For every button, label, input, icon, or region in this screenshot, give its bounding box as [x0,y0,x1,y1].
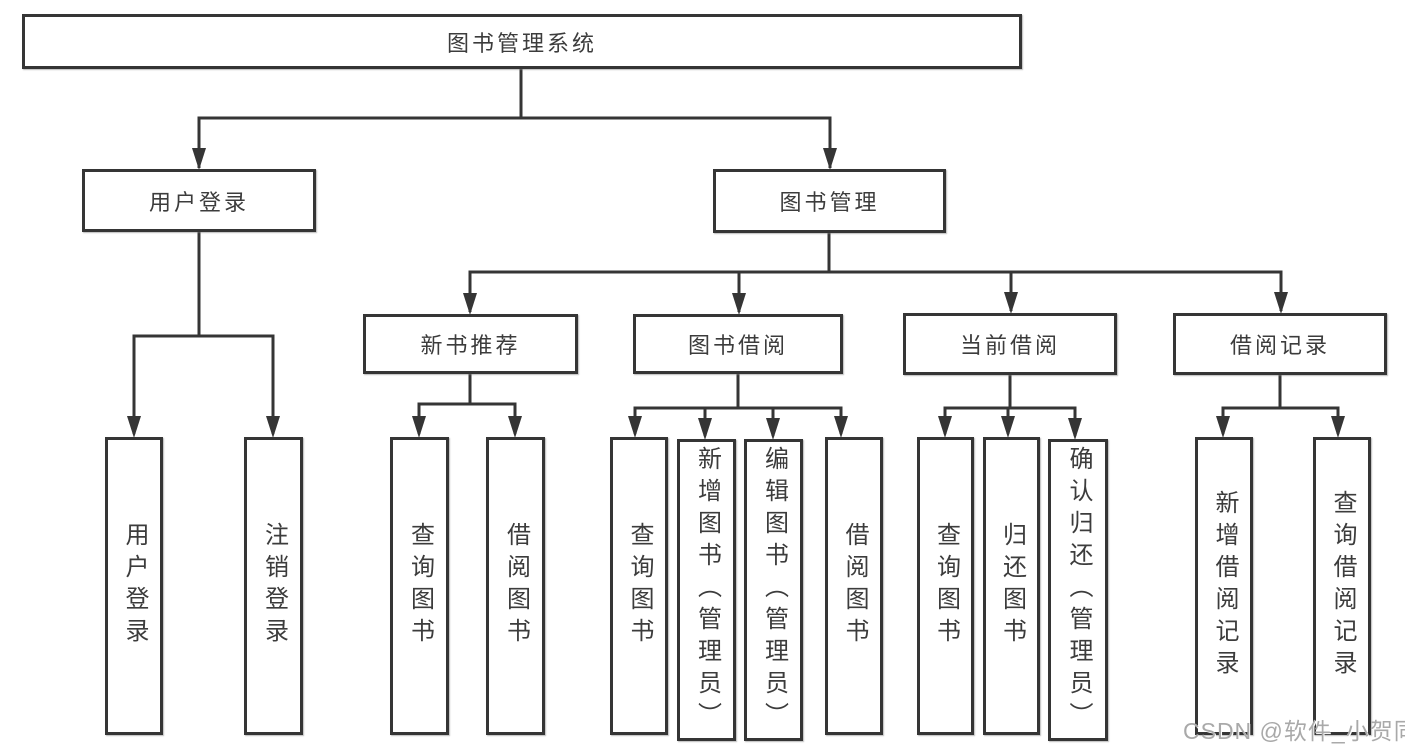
leaf-query-books-recommend: 查询图书 [390,437,449,735]
node-label: 新书推荐 [420,333,521,358]
node-label: 用户登录 [121,522,148,650]
node-label: 确认归还（管理员） [1065,446,1092,734]
node-label: 编辑图书（管理员） [760,446,788,734]
node-label: 借阅图书 [841,522,868,650]
node-label: 图书管理 [779,190,880,215]
leaf-borrow-books: 借阅图书 [825,437,883,735]
node-label: 查询图书 [406,522,434,650]
node-user-login: 用户登录 [82,169,316,232]
node-label: 当前借阅 [959,333,1060,358]
node-label: 图书管理系统 [446,30,597,56]
node-label: 查询图书 [932,522,960,650]
node-borrow-records: 借阅记录 [1173,313,1387,375]
node-label: 归还图书 [998,522,1026,650]
csdn-watermark: CSDN @软件_小贺同学 [1183,718,1405,744]
node-label: 借阅记录 [1229,333,1330,358]
leaf-query-borrow-record: 查询借阅记录 [1313,437,1371,735]
node-label: 图书借阅 [687,333,788,358]
leaf-logout: 注销登录 [244,437,303,735]
node-label: 新增图书（管理员） [693,446,721,734]
node-label: 借阅图书 [502,522,530,650]
node-label: 查询图书 [626,522,653,650]
leaf-confirm-return-admin: 确认归还（管理员） [1048,439,1108,741]
node-label: 注销登录 [260,522,288,650]
leaf-query-books-current: 查询图书 [917,437,974,735]
node-root-library-system: 图书管理系统 [22,14,1022,69]
node-label: 新增借阅记录 [1211,490,1238,682]
node-book-management: 图书管理 [713,169,946,233]
leaf-return-books: 归还图书 [983,437,1040,735]
leaf-add-books-admin: 新增图书（管理员） [677,439,736,741]
leaf-query-books-borrow: 查询图书 [610,437,668,735]
node-current-borrow: 当前借阅 [903,313,1117,375]
node-book-borrow: 图书借阅 [633,314,843,374]
node-label: 查询借阅记录 [1329,490,1356,682]
leaf-add-borrow-record: 新增借阅记录 [1195,437,1253,735]
leaf-borrow-books-recommend: 借阅图书 [486,437,545,735]
leaf-user-login: 用户登录 [105,437,163,735]
leaf-edit-books-admin: 编辑图书（管理员） [744,439,803,741]
node-label: 用户登录 [148,189,249,215]
node-new-book-recommend: 新书推荐 [363,314,578,374]
